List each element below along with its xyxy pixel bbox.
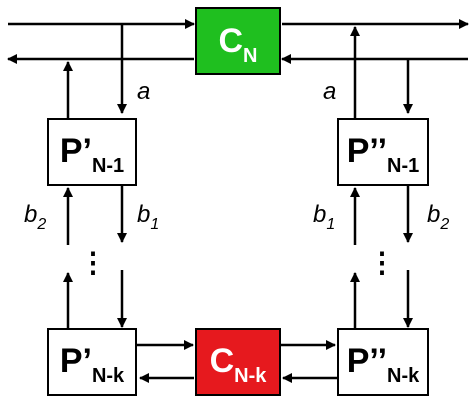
p-double-prime-n-k-label: P’’N-k (347, 342, 420, 387)
p-double-prime-n-1-node: P’’N-1 (337, 118, 429, 186)
p-prime-n-1-label: P’N-1 (60, 132, 124, 177)
cn-node: CN (195, 7, 281, 75)
p-double-prime-n-1-box (337, 118, 429, 186)
edge-label-b2-left: b2 (24, 201, 46, 233)
c-n-k-label: CN-k (210, 342, 268, 387)
p-double-prime-n-1-label: P’’N-1 (347, 132, 420, 177)
edge-label-b2-right: b2 (427, 201, 449, 233)
cn-label: CN (218, 22, 257, 67)
ellipsis-left: ⋮ (79, 247, 107, 278)
edge-label-a-right: a (323, 78, 336, 105)
p-prime-n-1-box (47, 118, 137, 186)
p-prime-n-k-node: P’N-k (47, 328, 137, 396)
ellipsis-right: ⋮ (368, 247, 396, 278)
c-n-k-node: CN-k (195, 328, 281, 396)
p-double-prime-n-k-node: P’’N-k (337, 328, 429, 396)
p-prime-n-k-label: P’N-k (60, 342, 125, 387)
cn-box (195, 7, 281, 75)
p-double-prime-n-k-box (337, 328, 429, 396)
edge-label-a-left: a (137, 78, 150, 105)
p-prime-n-k-box (47, 328, 137, 396)
edge-label-b1-right: b1 (313, 201, 335, 233)
c-n-k-box (195, 328, 281, 396)
p-prime-n-1-node: P’N-1 (47, 118, 137, 186)
edge-label-b1-left: b1 (137, 201, 159, 233)
